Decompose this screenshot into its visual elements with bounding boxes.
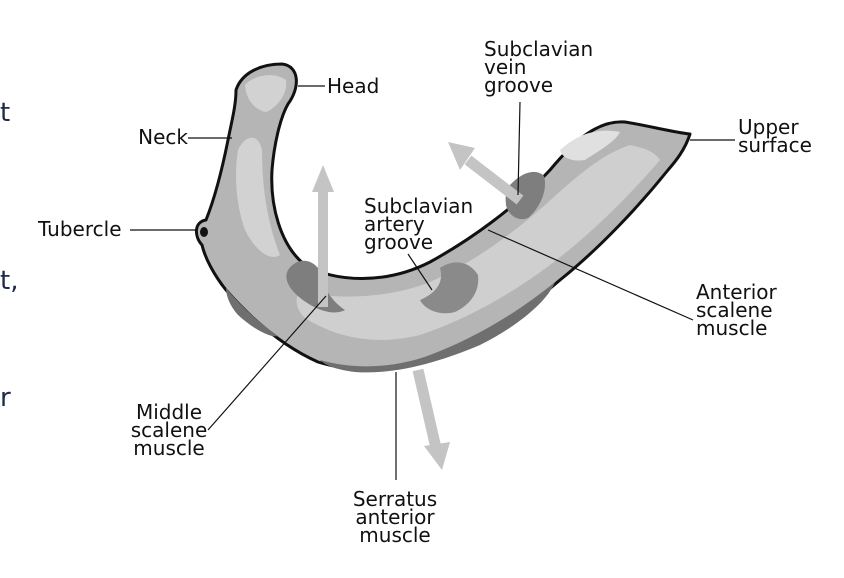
label-serratus-anterior-muscle: Serratus anterior muscle	[352, 487, 438, 547]
rib-shading-light	[296, 145, 660, 340]
rib-shading-light	[560, 130, 620, 161]
label-neck: Neck	[138, 125, 188, 149]
leader-line-vein-groove	[517, 101, 521, 196]
leader-line-middle-scalene	[207, 295, 327, 431]
rib-shading-light	[245, 75, 287, 112]
label-middle-scalene-muscle: Middle scalene muscle	[130, 400, 208, 460]
tubercle-marker	[200, 227, 208, 237]
arrow-serratus-anterior	[412, 368, 450, 470]
cropped-text-fragment: t,	[0, 266, 19, 296]
arrow-middle-scalene	[312, 165, 334, 307]
arrow-anterior-scalene	[448, 142, 524, 205]
rib-shading-dark	[226, 288, 278, 337]
label-subclavian-artery-groove: Subclavian artery groove	[364, 194, 474, 254]
leader-line-anterior-scalene	[487, 229, 694, 321]
rib-shading-dark	[505, 171, 546, 220]
cropped-text-fragment: r	[0, 383, 11, 413]
cropped-text-fragment: t	[0, 98, 11, 128]
rib-shading-dark	[320, 282, 555, 373]
label-tubercle: Tubercle	[38, 217, 122, 241]
label-upper-surface: Upper surface	[738, 115, 812, 157]
rib-shading-dark	[420, 262, 479, 314]
label-anterior-scalene-muscle: Anterior scalene muscle	[696, 280, 777, 340]
rib-shading-dark	[286, 260, 345, 313]
label-subclavian-vein-groove: Subclavian vein groove	[484, 37, 594, 97]
leader-line-artery-groove	[407, 253, 433, 291]
rib-shading-light	[236, 137, 280, 258]
label-head: Head	[327, 74, 380, 98]
